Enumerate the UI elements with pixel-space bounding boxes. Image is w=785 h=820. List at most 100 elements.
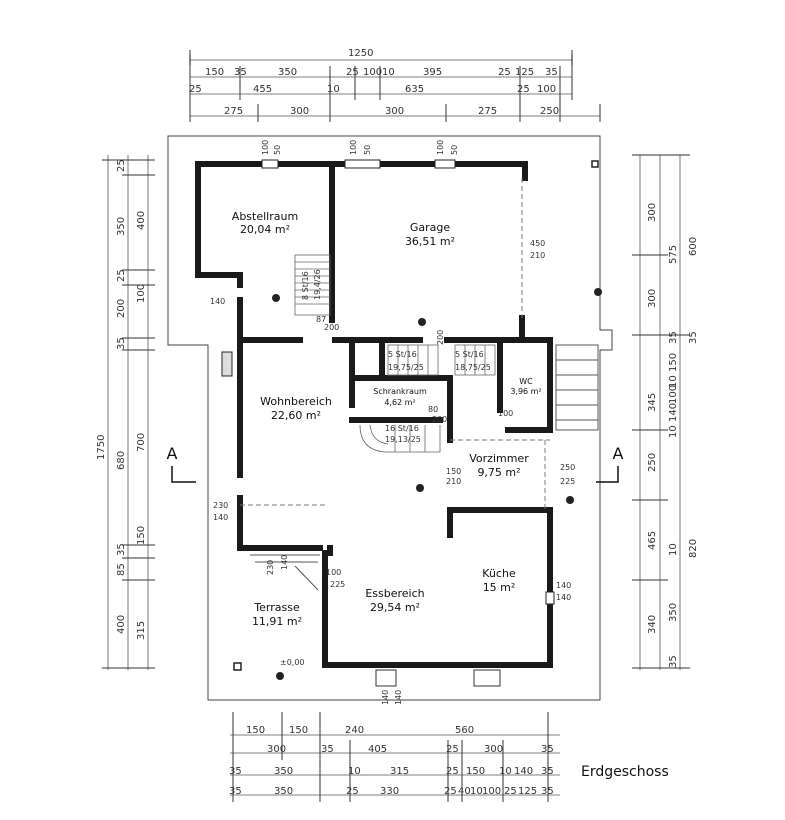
dim-label: 315 bbox=[136, 621, 147, 640]
dim-label: 35 bbox=[541, 744, 554, 755]
dim-label: 35 bbox=[541, 786, 554, 797]
dim-label: 250 bbox=[560, 463, 575, 472]
dim-label: 635 bbox=[405, 84, 424, 95]
dim-label: 140 bbox=[514, 766, 533, 777]
room-abstellraum-area: 20,04 m² bbox=[240, 223, 290, 236]
dim-label: 10 bbox=[668, 543, 679, 556]
room-wohnbereich-area: 22,60 m² bbox=[271, 409, 321, 422]
room-vorzimmer-area: 9,75 m² bbox=[477, 466, 520, 479]
room-kueche-area: 15 m² bbox=[483, 581, 516, 594]
dim-label: 140 bbox=[213, 513, 228, 522]
dim-label: 300 bbox=[647, 289, 658, 308]
dim-label: 150 bbox=[205, 67, 224, 78]
dim-label: 10 bbox=[348, 766, 361, 777]
terrace-steps bbox=[250, 554, 320, 591]
dim-label: 150 bbox=[289, 725, 308, 736]
dim-label: 300 bbox=[647, 203, 658, 222]
dim-label: 50 bbox=[273, 145, 282, 155]
opening-lines bbox=[240, 178, 550, 510]
dim-label: 450 bbox=[530, 239, 545, 248]
dim-label: 100 bbox=[349, 140, 358, 155]
room-terrasse-area: 11,91 m² bbox=[252, 615, 302, 628]
dim-label: 25 bbox=[517, 84, 530, 95]
dim-label: 80 bbox=[428, 405, 438, 414]
dim-label: 200 bbox=[432, 415, 447, 424]
room-schrankraum-name: Schrankraum bbox=[373, 387, 427, 396]
dim-label: 345 bbox=[647, 393, 658, 412]
dim-label: 140 bbox=[381, 690, 390, 705]
dim-label: 405 bbox=[368, 744, 387, 755]
dim-label: 25 bbox=[446, 744, 459, 755]
dim-label: 200 bbox=[436, 330, 445, 345]
dim-label: 25 bbox=[346, 786, 359, 797]
dim-label: 35 bbox=[545, 67, 558, 78]
stair-label: 19,4/26 bbox=[313, 269, 322, 300]
section-label: A bbox=[167, 444, 178, 463]
room-kueche-name: Küche bbox=[482, 567, 516, 580]
dim-label: 680 bbox=[116, 451, 127, 470]
dim-label: 350 bbox=[668, 603, 679, 622]
dim-label: 400 bbox=[136, 211, 147, 230]
room-vorzimmer-name: Vorzimmer bbox=[469, 452, 529, 465]
dim-label: 100 bbox=[261, 140, 270, 155]
dim-label: 230 bbox=[213, 501, 228, 510]
dim-label: 700 bbox=[136, 433, 147, 452]
top-dimensions: 1250 150 35 350 25 100 10 395 25 125 35 … bbox=[189, 48, 601, 122]
dim-label: 300 bbox=[267, 744, 286, 755]
dim-label: 275 bbox=[224, 106, 243, 117]
dim-label: 35 bbox=[229, 766, 242, 777]
dim-label: 100 bbox=[668, 385, 679, 404]
dim-label: 200 bbox=[116, 299, 127, 318]
dim-label: 25 bbox=[444, 786, 457, 797]
dim-label: 210 bbox=[446, 477, 461, 486]
dim-top-total: 1250 bbox=[348, 48, 373, 59]
dim-label: 25 bbox=[498, 67, 511, 78]
stair-labels: 8 St/16 19,4/26 5 St/16 19,75/25 16 St/1… bbox=[301, 269, 491, 444]
bottom-dimensions: 150 150 240 560 300 35 405 25 300 35 35 … bbox=[229, 712, 560, 802]
dim-label: 25 bbox=[446, 766, 459, 777]
dim-label: 330 bbox=[380, 786, 399, 797]
dim-label: 35 bbox=[229, 786, 242, 797]
dim-label: 10 bbox=[327, 84, 340, 95]
room-labels: Abstellraum 20,04 m² Garage 36,51 m² Woh… bbox=[232, 210, 542, 628]
dim-label: 250 bbox=[540, 106, 559, 117]
stair-label: 18,75/25 bbox=[455, 363, 491, 372]
dim-label: 300 bbox=[484, 744, 503, 755]
dim-label: 50 bbox=[363, 145, 372, 155]
inner-dimensions: 100 50 100 50 100 50 450 210 140 87 200 … bbox=[210, 140, 575, 705]
dim-label: 35 bbox=[116, 543, 127, 556]
dim-label: 600 bbox=[688, 237, 699, 256]
room-garage-area: 36,51 m² bbox=[405, 235, 455, 248]
room-essbereich-area: 29,54 m² bbox=[370, 601, 420, 614]
dim-label: 100 bbox=[363, 67, 382, 78]
dim-label: 100 bbox=[326, 568, 341, 577]
dim-label: 87 bbox=[316, 315, 326, 324]
dim-label: 50 bbox=[450, 145, 459, 155]
dim-label: 100 bbox=[436, 140, 445, 155]
stair-label: 19,13/25 bbox=[385, 435, 421, 444]
dim-label: 10 bbox=[499, 766, 512, 777]
dim-label: 240 bbox=[345, 725, 364, 736]
dim-label: 455 bbox=[253, 84, 272, 95]
dim-label: 230 bbox=[266, 560, 275, 575]
room-wohnbereich-name: Wohnbereich bbox=[260, 395, 332, 408]
dim-label: 35 bbox=[116, 337, 127, 350]
dim-label: 225 bbox=[330, 580, 345, 589]
dim-label: 125 bbox=[518, 786, 537, 797]
dim-label: 100 bbox=[537, 84, 556, 95]
right-dimensions: 300 300 345 250 465 340 575 35 150 10 10… bbox=[632, 154, 699, 670]
dim-label: 125 bbox=[515, 67, 534, 78]
dim-label: 35 bbox=[688, 331, 699, 344]
dim-label: 100 bbox=[482, 786, 501, 797]
level-markers bbox=[233, 160, 602, 680]
dim-label: 140 bbox=[210, 297, 225, 306]
dim-label: 465 bbox=[647, 531, 658, 550]
dim-label: 300 bbox=[385, 106, 404, 117]
dim-label: 140 bbox=[556, 581, 571, 590]
room-garage-name: Garage bbox=[410, 221, 451, 234]
dim-label: 10 bbox=[668, 375, 679, 388]
dim-label: 140 bbox=[556, 593, 571, 602]
stair-label: 19,75/25 bbox=[388, 363, 424, 372]
dim-label: 35 bbox=[668, 655, 679, 668]
